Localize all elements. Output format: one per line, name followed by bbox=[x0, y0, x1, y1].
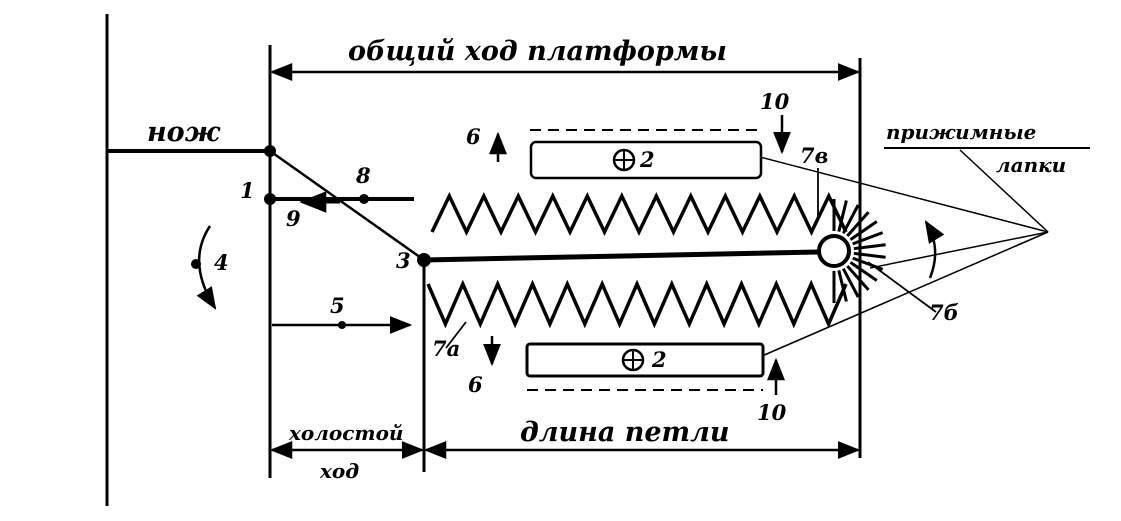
rotation-arrow-4 bbox=[196, 225, 217, 310]
bartack-stitch bbox=[846, 265, 870, 291]
presser-foot-bottom bbox=[525, 342, 765, 378]
buttonhole-cut-line bbox=[423, 249, 819, 263]
leader-feet-bottom bbox=[761, 231, 1049, 357]
total-travel-label: общий ход платформы bbox=[348, 36, 727, 67]
leader-7a bbox=[445, 321, 467, 349]
eye-bartack-stitches bbox=[832, 199, 886, 303]
label-4: 4 bbox=[214, 250, 229, 275]
bartack-stitch bbox=[837, 270, 848, 302]
buttonhole-eye bbox=[817, 234, 851, 268]
label-3: 3 bbox=[396, 248, 411, 273]
label-2-bottom: 2 bbox=[651, 347, 667, 372]
label-10-bottom: 10 bbox=[757, 400, 787, 425]
label-2-top: 2 bbox=[639, 147, 655, 172]
knife-pivot-point bbox=[264, 145, 276, 157]
bartack-stitch bbox=[849, 220, 878, 241]
bartack-stitch bbox=[849, 261, 878, 282]
leader-feet-mid bbox=[869, 231, 1049, 269]
label-9: 9 bbox=[286, 206, 301, 231]
label-10-top: 10 bbox=[760, 89, 790, 114]
presser-foot-top bbox=[529, 140, 763, 180]
label-7a: 7а bbox=[432, 336, 460, 361]
bartack-stitch bbox=[853, 251, 886, 259]
label-7b: 7б bbox=[929, 300, 959, 325]
zigzag-stitch-top bbox=[430, 191, 848, 237]
point-5 bbox=[338, 321, 346, 329]
idle-travel-label-line2: ход bbox=[319, 459, 359, 483]
bartack-stitch bbox=[852, 231, 884, 246]
bartack-stitch bbox=[846, 211, 870, 237]
label-8: 8 bbox=[355, 163, 371, 188]
label-6-top: 6 bbox=[466, 124, 481, 149]
point-1 bbox=[264, 193, 276, 205]
point-4 bbox=[191, 259, 201, 269]
leader-feet-upper-mid bbox=[959, 149, 1049, 233]
bartack-stitch bbox=[853, 243, 886, 251]
presser-feet-label-line2: лапки bbox=[996, 153, 1066, 177]
bartack-stitch bbox=[841, 268, 860, 298]
zigzag-stitch-bottom bbox=[426, 279, 848, 329]
bartack-stitch bbox=[841, 204, 860, 234]
bartack-stitch bbox=[837, 200, 848, 232]
presser-feet-label-line1: прижимные bbox=[886, 120, 1036, 144]
knife-to-point3-line bbox=[269, 149, 425, 262]
loop-length-label: длина петли bbox=[520, 417, 730, 448]
label-1: 1 bbox=[240, 178, 255, 203]
leader-feet-top bbox=[759, 156, 1049, 233]
bartack-stitch bbox=[852, 256, 884, 271]
rotation-arrow-eye bbox=[924, 220, 945, 279]
leader-7b bbox=[867, 261, 937, 313]
knife-label: нож bbox=[147, 117, 221, 148]
idle-travel-label-line1: холостой bbox=[288, 421, 403, 445]
label-5: 5 bbox=[330, 293, 345, 318]
label-7v: 7в bbox=[800, 143, 828, 168]
point-8 bbox=[359, 194, 369, 204]
label-6-bottom: 6 bbox=[468, 372, 483, 397]
